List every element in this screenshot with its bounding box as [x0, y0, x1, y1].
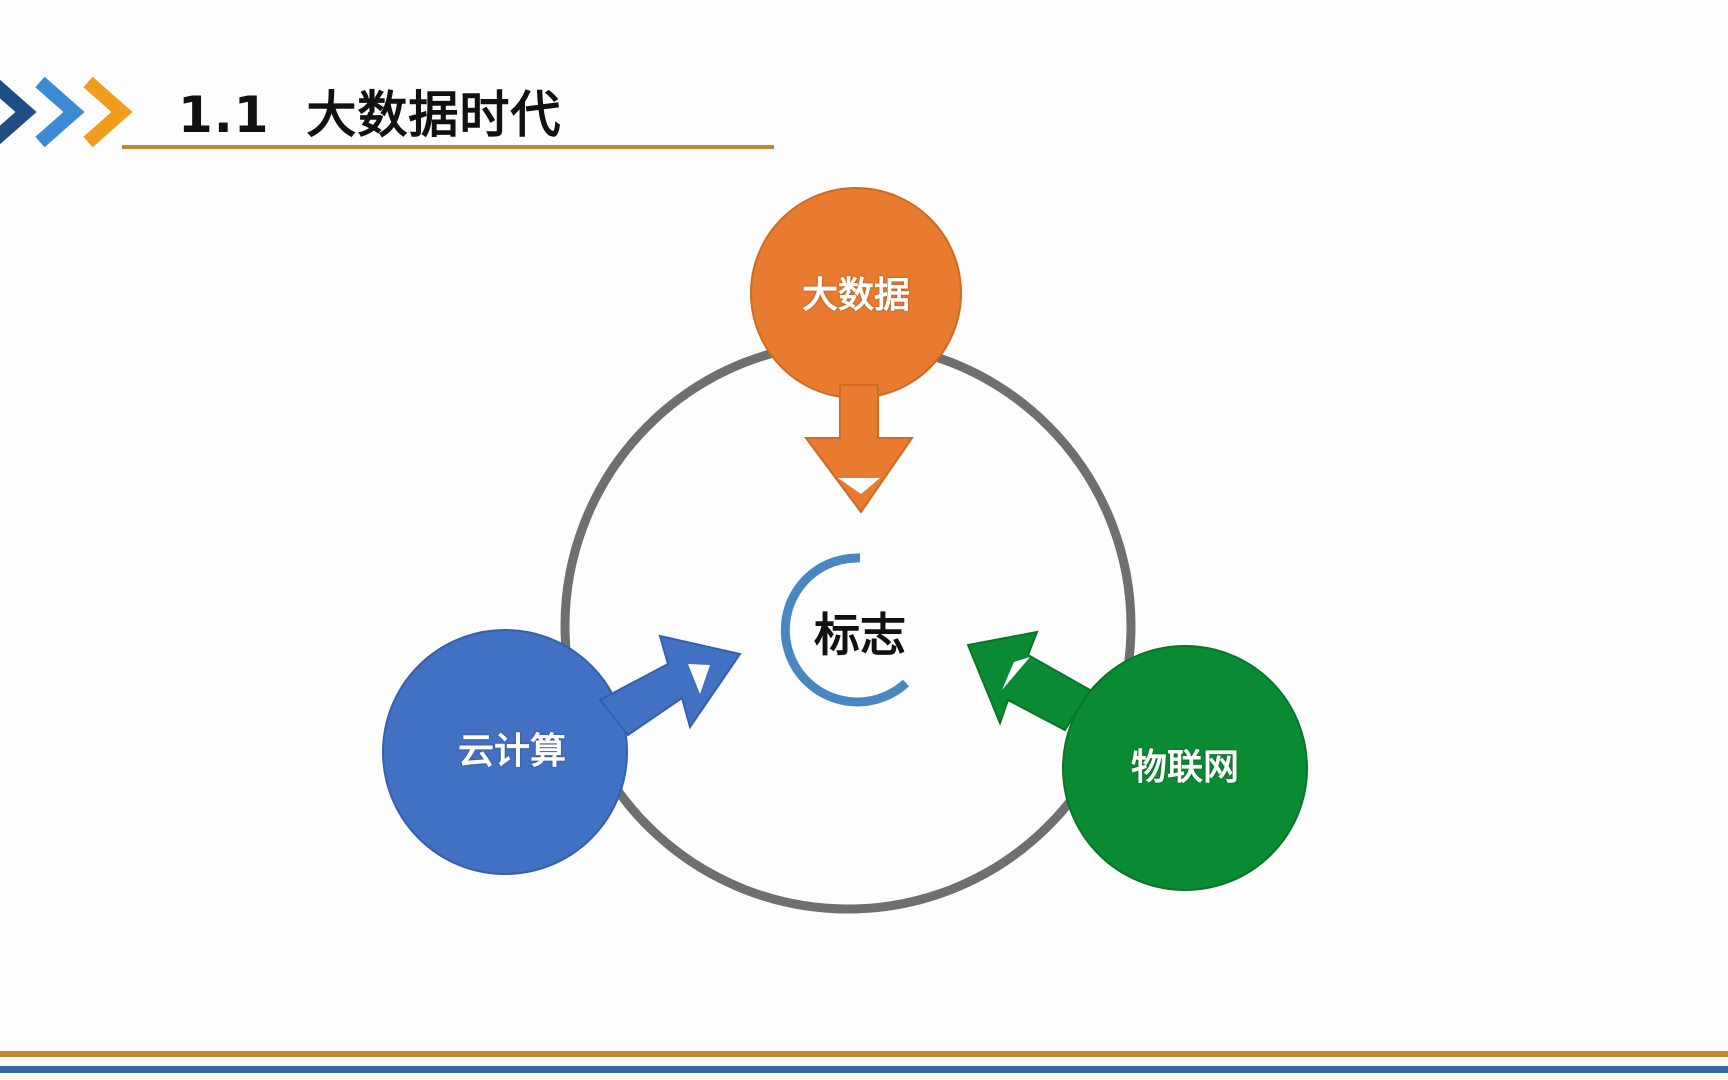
center-label: 标志: [814, 608, 906, 662]
slide-header: 1.1 大数据时代: [0, 0, 1728, 160]
node-big-data-shape: [750, 187, 962, 514]
chevron-dark-blue-icon: [0, 79, 37, 145]
node-iot-shape: [966, 630, 1308, 891]
footer-line-blue: [0, 1066, 1728, 1073]
title-underline: [122, 145, 774, 149]
node-big-data-label: 大数据: [801, 275, 911, 316]
node-cloud-computing-label: 云计算: [457, 731, 567, 772]
center-arc-icon: [780, 553, 910, 707]
chevron-orange-icon: [83, 76, 133, 148]
footer-line-orange: [0, 1051, 1728, 1057]
node-cloud-computing-shape: [382, 629, 742, 875]
chevron-group-icon: [0, 76, 133, 148]
node-iot-label: 物联网: [1130, 747, 1240, 788]
slide-title: 1.1 大数据时代: [178, 86, 562, 144]
chevron-light-blue-icon: [35, 76, 85, 148]
